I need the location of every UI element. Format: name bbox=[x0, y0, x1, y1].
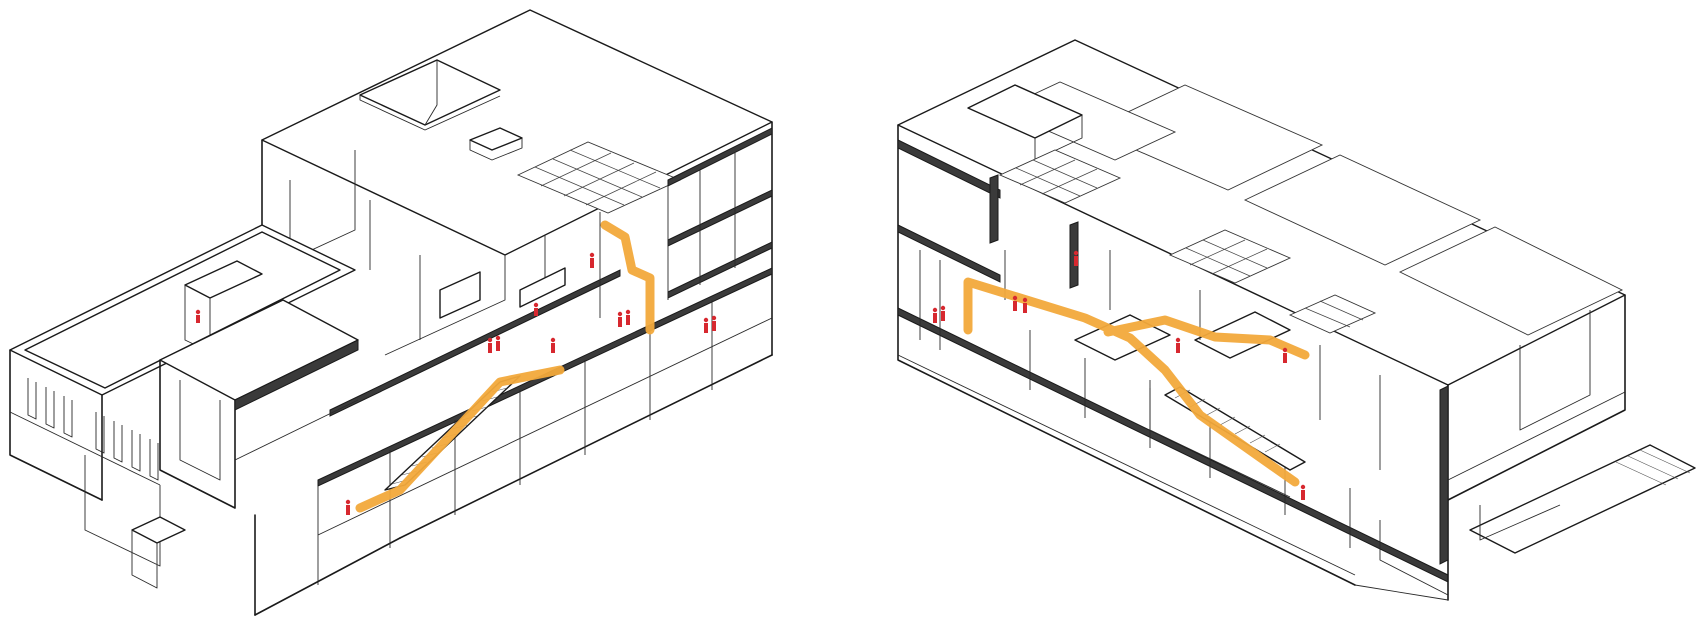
person-figure-icon bbox=[550, 337, 556, 353]
person-figure-icon bbox=[345, 499, 351, 515]
person-figure-icon bbox=[1300, 484, 1306, 500]
person-figure-icon bbox=[1012, 295, 1018, 311]
person-figure-icon bbox=[1175, 337, 1181, 353]
person-figure-icon bbox=[495, 335, 501, 351]
person-figure-icon bbox=[932, 307, 938, 323]
right-end-body bbox=[1354, 294, 1696, 601]
person-figure-icon bbox=[195, 309, 201, 323]
left-people bbox=[195, 252, 717, 515]
person-figure-icon bbox=[1073, 250, 1079, 266]
person-figure-icon bbox=[703, 317, 709, 333]
right-circulation-path bbox=[963, 277, 1310, 487]
left-middle-box bbox=[159, 299, 359, 509]
left-lower-body bbox=[254, 267, 773, 616]
right-axonometric-view bbox=[897, 39, 1696, 601]
person-figure-icon bbox=[625, 309, 631, 325]
right-people bbox=[932, 250, 1306, 500]
person-figure-icon bbox=[1022, 297, 1028, 313]
person-figure-icon bbox=[617, 311, 623, 327]
person-figure-icon bbox=[1282, 347, 1288, 363]
right-skylight-grids bbox=[998, 149, 1377, 334]
left-upper-roof bbox=[261, 9, 773, 256]
person-figure-icon bbox=[487, 337, 493, 353]
left-axonometric-view bbox=[9, 9, 773, 616]
left-circulation-path bbox=[355, 220, 655, 513]
person-figure-icon bbox=[533, 302, 539, 316]
person-figure-icon bbox=[940, 305, 946, 321]
left-upper-cut-face bbox=[667, 121, 773, 356]
left-atrium-interior bbox=[261, 150, 601, 356]
left-low-wing bbox=[9, 224, 356, 589]
person-figure-icon bbox=[589, 252, 595, 268]
person-figure-icon bbox=[711, 315, 717, 331]
